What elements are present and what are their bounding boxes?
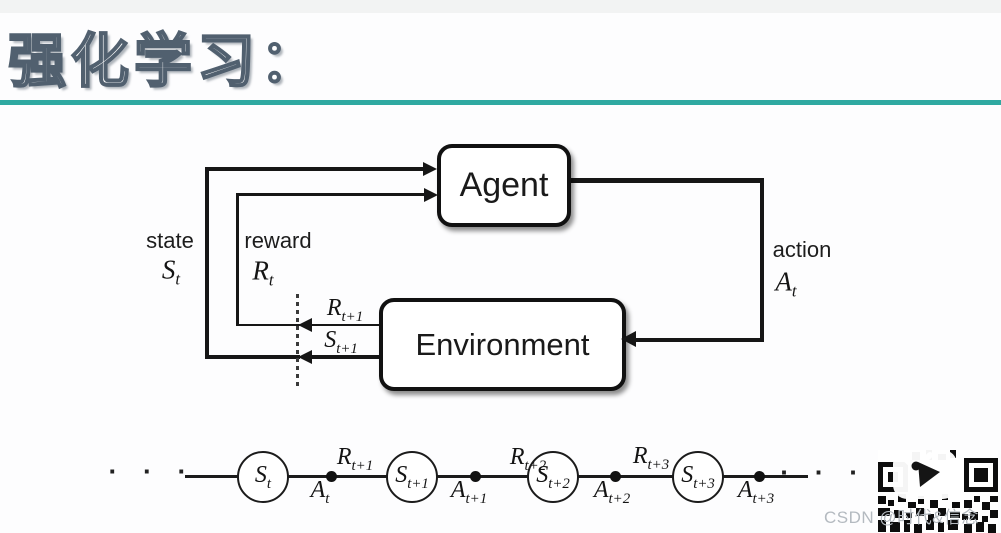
- next-reward-symbol: Rt+1: [326, 295, 364, 325]
- action-word: action: [772, 237, 832, 262]
- action-line-vertical: [759, 178, 764, 342]
- next-state-arrowhead: [298, 350, 312, 364]
- reward-line-bottom-head: [311, 323, 382, 326]
- trajectory-action-label: At+1: [450, 477, 488, 507]
- trajectory-action-label: At: [310, 477, 330, 507]
- state-word: state: [146, 228, 194, 253]
- next-reward-arrowhead: [298, 318, 312, 332]
- agent-box: Agent: [437, 144, 571, 227]
- agent-label: Agent: [459, 166, 549, 204]
- trajectory-line: [185, 475, 808, 478]
- trajectory-state-node: St+3: [672, 451, 724, 503]
- trajectory-action-dot: [325, 471, 337, 482]
- trajectory-reward-label: Rt+3: [632, 443, 670, 473]
- state-line-top: [205, 167, 425, 171]
- timestep-dashed-line: [296, 294, 299, 387]
- reward-symbol: Rt: [252, 255, 274, 290]
- trajectory-ellipsis-right: · · · ·: [780, 457, 902, 488]
- state-line-bottom-head: [311, 355, 382, 359]
- reward-arrowhead-into-agent: [424, 188, 438, 202]
- trajectory-state-node: St: [237, 451, 289, 503]
- state-line-vertical: [205, 167, 209, 359]
- trajectory-ellipsis-left: · · ·: [108, 456, 196, 487]
- reward-line-bottom-tail: [236, 323, 300, 326]
- reward-line-vertical: [236, 193, 239, 326]
- top-strip: [0, 0, 1001, 13]
- trajectory-reward-label: Rt+1: [336, 444, 374, 474]
- trajectory-action-label: At+3: [737, 477, 775, 507]
- environment-label: Environment: [415, 326, 590, 362]
- trajectory-action-dot: [753, 471, 765, 482]
- reward-line-top: [236, 193, 426, 196]
- trajectory-state-node: St+2: [527, 451, 579, 503]
- title-divider: [0, 100, 1001, 105]
- action-arrowhead-into-environment: [621, 331, 636, 347]
- state-symbol: St: [161, 254, 181, 289]
- state-arrowhead-into-agent: [423, 162, 437, 176]
- state-line-bottom-tail: [205, 355, 300, 359]
- page-title: 强化学习：: [7, 28, 324, 95]
- tv-play-icon: [893, 450, 957, 499]
- trajectory-action-label: At+2: [593, 477, 631, 507]
- trajectory-action-dot: [469, 471, 481, 482]
- trajectory-action-dot: [609, 471, 621, 482]
- trajectory-state-node: St+1: [386, 451, 438, 503]
- qr-code: [878, 450, 998, 533]
- action-symbol: At: [775, 266, 797, 301]
- environment-box: Environment: [379, 298, 626, 391]
- action-line-bottom: [635, 337, 760, 342]
- reward-word: reward: [244, 228, 312, 253]
- watermark: CSDN @时代&信念: [824, 508, 979, 527]
- trajectory-reward-label: Rt+2: [509, 444, 547, 474]
- next-state-symbol: St+1: [324, 327, 358, 357]
- action-line-top: [561, 178, 764, 183]
